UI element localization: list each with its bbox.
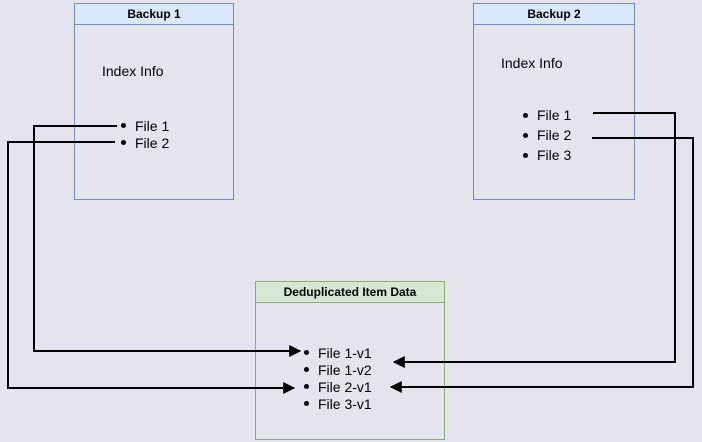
- dedup-file-list: File 1-v1 File 1-v2 File 2-v1 File 3-v1: [304, 344, 372, 412]
- backup1-box: Backup 1 Index Info: [74, 3, 234, 200]
- file-label: File 2: [537, 127, 572, 143]
- bullet-icon: [304, 401, 309, 406]
- backup1-title: Backup 1: [75, 4, 233, 25]
- bullet-icon: [523, 132, 528, 138]
- backup2-index-info-label: Index Info: [501, 55, 563, 71]
- bullet-icon: [304, 384, 309, 389]
- file-label: File 2: [135, 134, 170, 151]
- list-item: File 1-v1: [304, 344, 372, 361]
- bullet-icon: [121, 140, 126, 145]
- backup1-file-list: File 1 File 2: [121, 117, 169, 151]
- bullet-icon: [121, 123, 126, 128]
- list-item: File 2: [523, 125, 571, 145]
- list-item: File 1: [121, 117, 169, 134]
- list-item: File 2: [121, 134, 169, 151]
- list-item: File 3-v1: [304, 395, 372, 412]
- file-label: File 1-v1: [318, 344, 372, 361]
- bullet-icon: [523, 112, 528, 118]
- file-label: File 1: [537, 107, 572, 123]
- backup2-title: Backup 2: [474, 4, 634, 25]
- file-label: File 1-v2: [318, 361, 372, 378]
- backup2-box: Backup 2 Index Info: [473, 3, 635, 200]
- file-label: File 2-v1: [318, 378, 372, 395]
- list-item: File 2-v1: [304, 378, 372, 395]
- file-label: File 3-v1: [318, 395, 372, 412]
- file-label: File 1: [135, 117, 170, 134]
- file-label: File 3: [537, 147, 572, 163]
- list-item: File 1-v2: [304, 361, 372, 378]
- bullet-icon: [304, 367, 309, 372]
- bullet-icon: [523, 152, 528, 158]
- dedup-title: Deduplicated Item Data: [256, 282, 444, 303]
- list-item: File 1: [523, 105, 571, 125]
- backup1-index-info-label: Index Info: [102, 63, 164, 79]
- bullet-icon: [304, 350, 309, 355]
- backup2-file-list: File 1 File 2 File 3: [523, 105, 571, 165]
- list-item: File 3: [523, 145, 571, 165]
